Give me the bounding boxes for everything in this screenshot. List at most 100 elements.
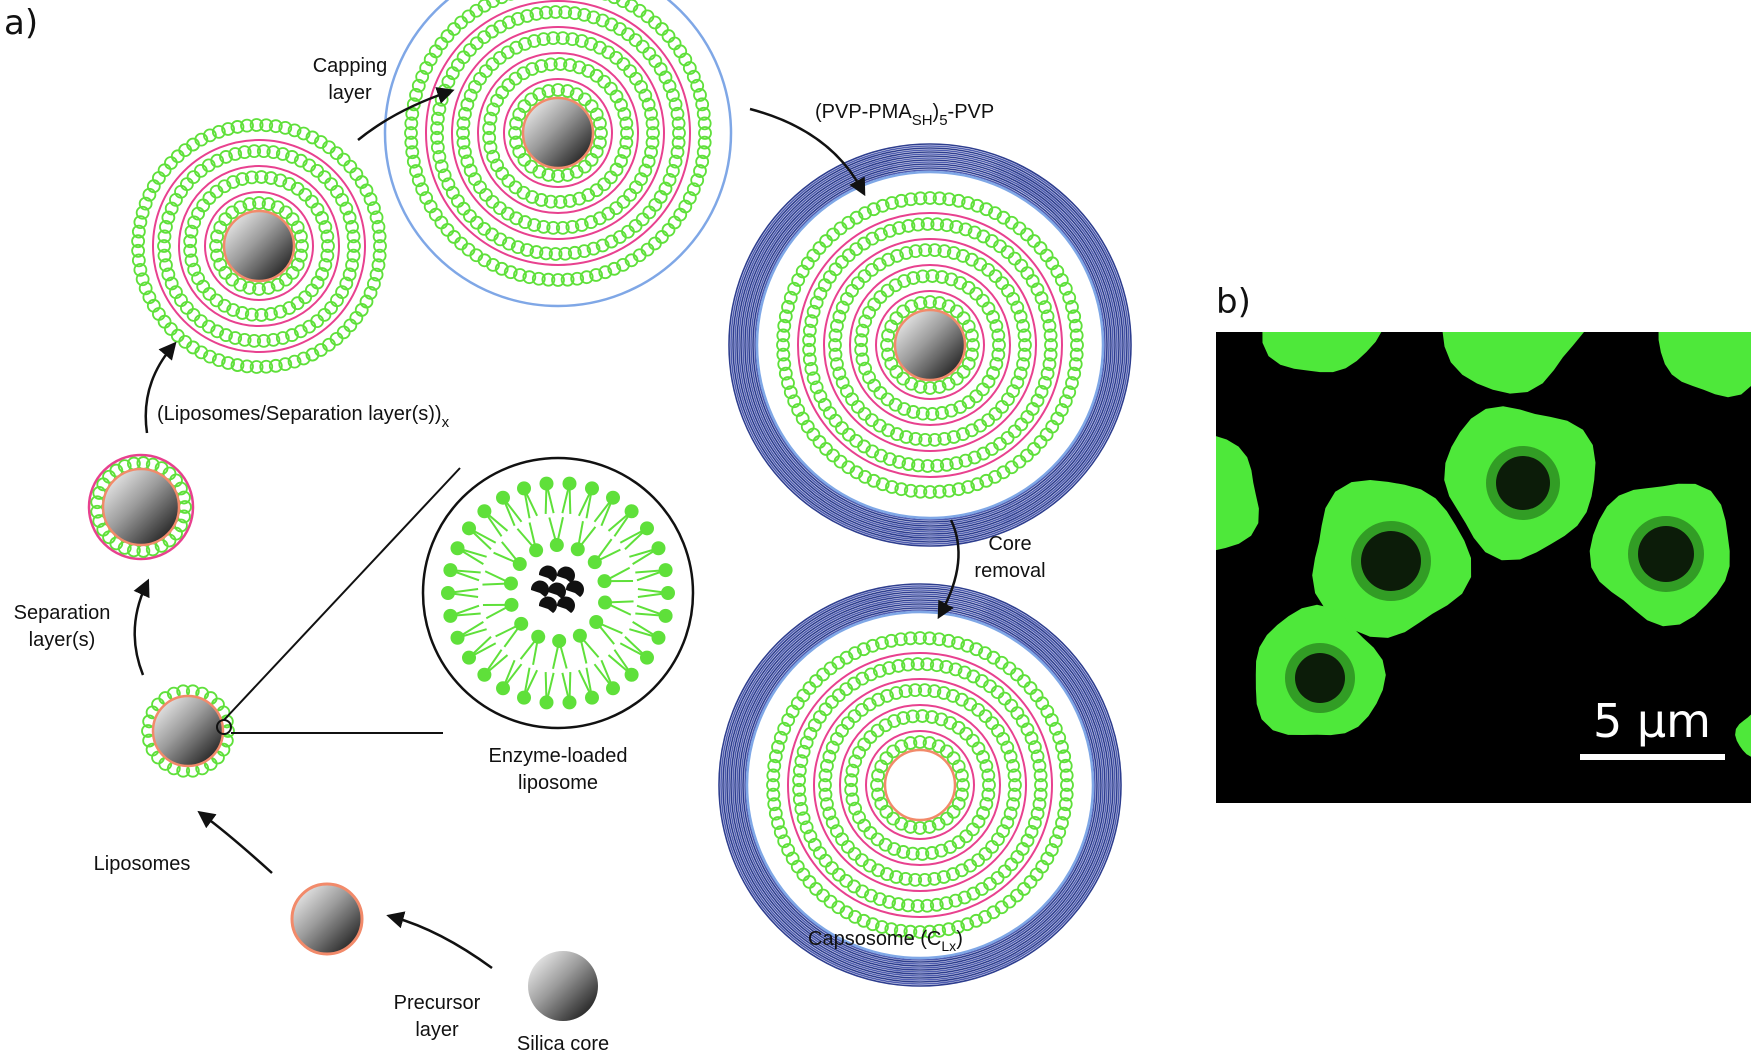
liposome-bead [955, 768, 969, 783]
liposome-bead [915, 269, 930, 284]
liposome-bead [884, 922, 899, 937]
liposome-bead [363, 285, 378, 300]
liposome-bead [1010, 300, 1025, 315]
polymer-film [724, 589, 1116, 981]
lipid-tail [532, 636, 540, 665]
liposome-bead [967, 225, 982, 240]
liposome-bead [211, 124, 226, 139]
lipid-tail [636, 569, 666, 582]
liposome-bead [1055, 740, 1069, 754]
lipid-tail [604, 601, 632, 616]
liposome-bead [287, 354, 302, 369]
liposome-bead [411, 173, 426, 188]
liposome-bead [792, 792, 807, 807]
liposome-bead [771, 816, 785, 830]
liposome-bead [989, 357, 1004, 371]
liposome-bead [835, 300, 850, 315]
liposome-bead [513, 268, 527, 282]
liposome-bead [570, 271, 585, 286]
liposome-bead [584, 37, 598, 51]
liposome-bead [1070, 338, 1084, 352]
liposome-bead [956, 249, 970, 263]
liposome-bead [240, 359, 254, 374]
liposome-bead [543, 57, 558, 72]
liposome-bead [670, 145, 685, 160]
liposome-bead [264, 307, 278, 321]
polymer-film [726, 591, 1114, 979]
liposome-bead [781, 300, 795, 314]
liposome-bead [955, 787, 969, 802]
liposome-bead [777, 834, 792, 849]
liposome-bead [142, 290, 157, 305]
liposome-bead [813, 389, 828, 404]
liposome-bead [278, 357, 293, 372]
liposome-bead [864, 667, 878, 682]
liposome-bead [539, 246, 553, 261]
liposome-bead [607, 261, 622, 276]
liposome-bead [275, 331, 290, 345]
panel-a-label: a) [4, 3, 38, 43]
liposome-bead [1042, 318, 1057, 333]
liposome-bead [211, 353, 226, 368]
liposome-bead [460, 154, 475, 169]
liposome-bead [915, 406, 930, 421]
liposome-bead [986, 310, 1000, 324]
liposome-bead [548, 247, 563, 261]
liposome-bead [898, 684, 913, 698]
liposome-bead [268, 358, 283, 373]
liposome-bead [696, 145, 711, 160]
polymer-film [742, 157, 1118, 533]
liposome-bead [792, 773, 806, 788]
liposome-bead [882, 895, 896, 909]
liposome-bead [783, 290, 798, 305]
liposome-bead [203, 128, 217, 143]
liposome-bead [881, 252, 896, 267]
liposome-bead [373, 239, 387, 253]
lipid-tail [595, 621, 623, 635]
liposome-bead [776, 338, 790, 352]
liposome-bead [693, 164, 707, 178]
liposome-bead [536, 220, 551, 234]
liposome-bead [409, 164, 423, 178]
polymer-film [742, 607, 1098, 963]
liposome-bead [1059, 787, 1074, 802]
liposome-bead [1028, 815, 1042, 830]
liposome-bead [854, 342, 869, 357]
liposome-bead [951, 482, 966, 497]
liposome-bead [411, 78, 426, 93]
liposome-bead [957, 665, 972, 680]
liposome-bead [796, 744, 811, 759]
liposome-bead [563, 58, 577, 72]
lipid-tail [516, 528, 537, 551]
liposome-bead [976, 750, 990, 764]
liposome-bead [244, 170, 259, 185]
liposome-bead [406, 97, 421, 112]
liposome-bead [845, 792, 860, 807]
liposome-bead [242, 197, 257, 211]
liposome-bead [671, 135, 686, 150]
liposome-bead [905, 846, 920, 861]
liposome-bead [882, 452, 897, 467]
liposome-bead [509, 135, 523, 150]
liposome-bead [645, 135, 660, 150]
liposome-bead [929, 658, 944, 673]
liposome-bead [979, 473, 994, 488]
lipid-tail [502, 663, 523, 689]
liposome-bead [915, 847, 930, 861]
liposome-bead [1068, 318, 1083, 333]
liposome-bead [884, 356, 899, 371]
liposome-bead [941, 633, 956, 648]
liposome-bead [1052, 825, 1067, 840]
liposome-bead [828, 328, 843, 343]
liposome-bead [191, 271, 205, 286]
capsosome-cell [1658, 332, 1751, 398]
liposome-bead [226, 175, 241, 189]
liposome-bead [913, 191, 928, 206]
liposome-bead [614, 98, 628, 112]
polymer-film [730, 145, 1130, 545]
liposome-bead [889, 870, 904, 884]
liposome-bead [918, 243, 933, 258]
liposome-bead [1067, 366, 1082, 381]
liposome-bead [967, 450, 982, 465]
liposome-bead [781, 376, 795, 390]
